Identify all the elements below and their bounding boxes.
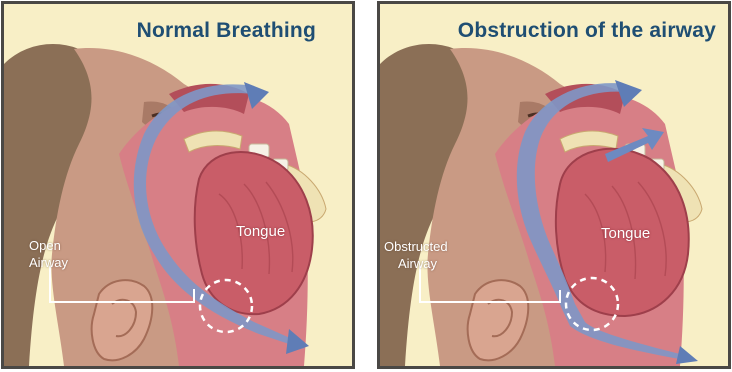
panel-title: Obstruction of the airway [458,19,716,43]
obstructed-airway-label: Obstructed Airway [384,238,448,272]
callout-line-1: Open [29,237,68,254]
callout-line-1: Obstructed [384,238,448,255]
tongue-label: Tongue [601,225,650,242]
normal-airway-illustration [4,4,352,366]
obstructed-airway-panel: Obstruction of the airway Tongue Obstruc… [377,1,731,369]
panel-title: Normal Breathing [137,19,316,43]
normal-breathing-panel: Normal Breathing Tongue Open Airway [1,1,355,369]
open-airway-label: Open Airway [29,237,68,271]
obstructed-airway-illustration [380,4,728,366]
callout-line-2: Airway [29,254,68,271]
callout-line-2: Airway [384,255,448,272]
tongue-label: Tongue [236,223,285,240]
